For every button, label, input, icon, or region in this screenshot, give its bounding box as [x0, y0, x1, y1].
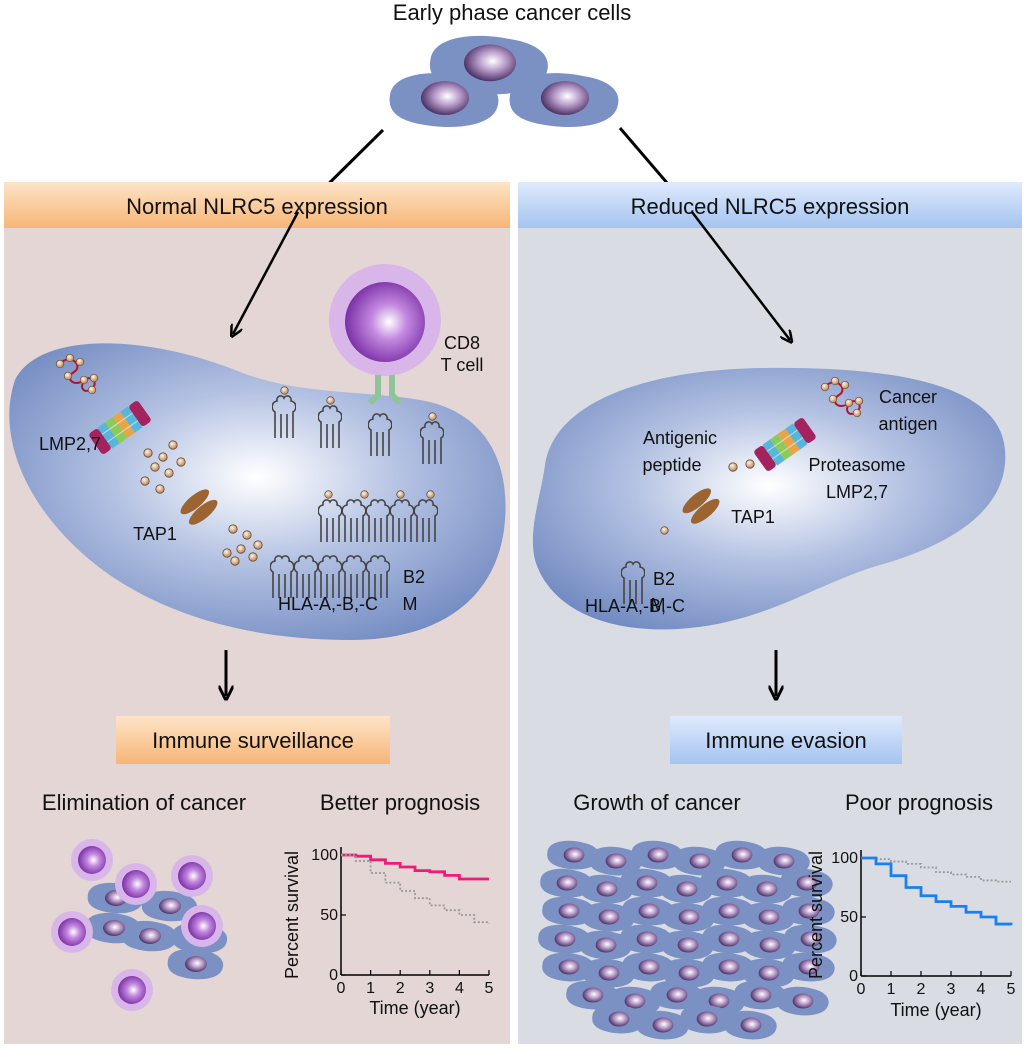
right-outcome-box [670, 716, 902, 764]
survival-curve [861, 857, 1011, 883]
y-tick-label: 50 [320, 907, 338, 924]
antigenic-peptide-label-1: Antigenic [643, 428, 717, 448]
y-tick-label: 100 [831, 850, 858, 867]
right-caption-right: Poor prognosis [845, 790, 993, 815]
right-b2m-label-2: M [651, 595, 666, 615]
left-tap-label: TAP1 [133, 524, 177, 544]
y-tick-label: 0 [329, 967, 338, 984]
right-outcome: Immune evasion [705, 728, 866, 753]
left-outcome-box [116, 716, 390, 764]
left-b2m-label-1: B2 [403, 567, 425, 587]
right-panel: Reduced NLRC5 expression Cancer antigen … [518, 182, 1022, 1044]
left-b2m-label-2: M [403, 594, 418, 614]
left-header: Normal NLRC5 expression [126, 194, 388, 219]
x-tick-label: 0 [337, 980, 346, 997]
right-header-box [518, 182, 1022, 228]
right-cancer-antigen-label-2: antigen [878, 414, 937, 434]
x-tick-label: 2 [917, 981, 926, 998]
x-tick-label: 4 [455, 980, 464, 997]
y-tick-label: 100 [311, 847, 338, 864]
x-tick-label: 4 [977, 981, 986, 998]
y-axis-label: Percent survival [282, 851, 302, 979]
title: Early phase cancer cells [393, 0, 631, 25]
arrow-right-into-cell [691, 211, 790, 340]
left-lmp-label: LMP2,7 [39, 434, 101, 454]
x-tick-label: 1 [887, 981, 896, 998]
left-panel: Normal NLRC5 expression CD8 T cell LMP2,… [4, 182, 510, 1044]
x-tick-label: 5 [1007, 981, 1016, 998]
arrow-left-into-cell [233, 211, 300, 334]
right-hla-label: HLA-A,-B,-C [585, 596, 685, 616]
left-hla-label: HLA-A,-B,-C [278, 594, 378, 614]
cd8-label: CD8 [444, 333, 480, 353]
t-cell-receptor [367, 375, 403, 406]
y-tick-label: 0 [849, 968, 858, 985]
x-axis-label: Time (year) [890, 1000, 981, 1020]
left-outcome: Immune surveillance [152, 728, 354, 753]
right-header: Reduced NLRC5 expression [631, 194, 910, 219]
right-cancer-antigen-label-1: Cancer [879, 387, 937, 407]
survival-curve [341, 853, 489, 881]
survival-curve [341, 854, 490, 924]
t-cell-label: T cell [441, 355, 484, 375]
x-axis-label: Time (year) [369, 998, 460, 1018]
x-tick-label: 0 [857, 981, 866, 998]
right-cancer-cell [532, 367, 1006, 630]
antigenic-peptide-label-2: peptide [642, 455, 701, 475]
y-tick-label: 50 [840, 909, 858, 926]
right-b2m-label-1: B2 [653, 569, 675, 589]
right-proteasome-label-2: LMP2,7 [826, 482, 888, 502]
x-tick-label: 3 [425, 980, 434, 997]
right-caption-left: Growth of cancer [573, 790, 741, 815]
cd8-t-cell [345, 282, 425, 362]
right-proteasome-label-1: Proteasome [808, 455, 905, 475]
x-tick-label: 5 [485, 980, 494, 997]
x-tick-label: 1 [366, 980, 375, 997]
right-tap-label: TAP1 [731, 507, 775, 527]
left-caption-right: Better prognosis [320, 790, 480, 815]
x-tick-label: 2 [396, 980, 405, 997]
survival-curve [861, 856, 1013, 926]
left-header-box [4, 182, 510, 228]
left-caption-left: Elimination of cancer [42, 790, 246, 815]
x-tick-label: 3 [947, 981, 956, 998]
top-cancer-cells [389, 35, 619, 127]
y-axis-label: Percent survival [806, 851, 826, 979]
